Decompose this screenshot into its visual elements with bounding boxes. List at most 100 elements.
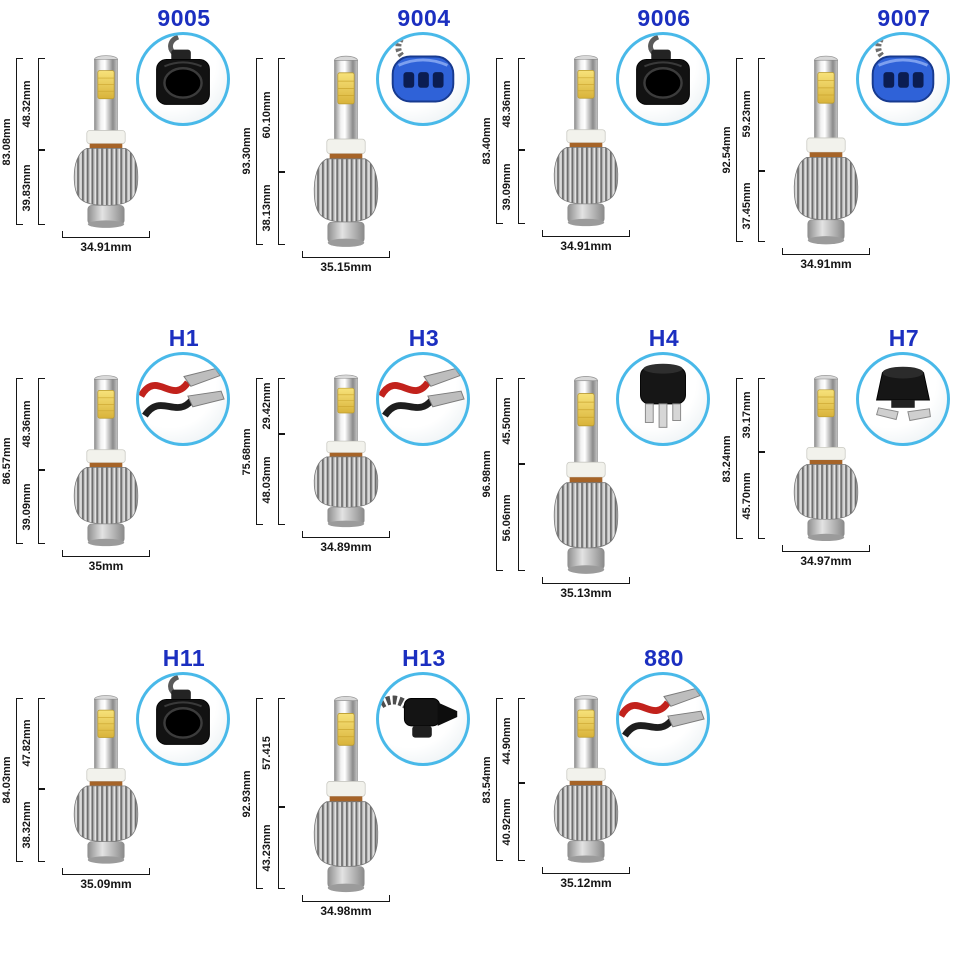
bulb-type-title: H4 <box>648 325 680 351</box>
dim-lower-bracket: 48.03mm <box>261 433 285 526</box>
dim-total-bracket: 83.40mm <box>481 58 503 225</box>
dim-total-label: 83.40mm <box>481 117 493 165</box>
dim-total-bracket: 75.68mm <box>241 378 263 526</box>
dim-upper-label: 29.42mm <box>261 382 273 430</box>
led-bulb-image <box>793 375 859 541</box>
dim-upper-label: 48.36mm <box>501 80 513 128</box>
dim-upper-label: 59.23mm <box>741 90 753 138</box>
two-prong-plug-connector-icon <box>875 366 931 422</box>
dim-upper-bracket: 57.415 <box>261 698 285 808</box>
dim-total-label: 83.24mm <box>721 435 733 483</box>
dim-lower-label: 38.13mm <box>261 184 273 232</box>
bulb-panel: H3 <box>240 320 480 640</box>
dim-width-bracket <box>542 576 630 584</box>
bulb-type-title: 9004 <box>397 5 451 31</box>
dim-lower-bracket: 39.09mm <box>21 469 45 545</box>
dim-lower-label: 38.32mm <box>21 801 33 849</box>
dim-total-label: 83.54mm <box>481 755 493 804</box>
connector-inset <box>376 32 470 126</box>
bulb-panel: 880 <box>480 640 720 960</box>
dim-width-bracket <box>62 867 150 875</box>
blue-socket-connector-icon <box>871 35 935 103</box>
dim-upper-label: 57.415 <box>261 735 273 770</box>
dim-width-bracket <box>542 230 630 238</box>
connector-inset <box>616 352 710 446</box>
led-bulb-image <box>73 55 139 228</box>
connector-icon <box>156 675 210 745</box>
led-bulb-image <box>553 695 619 863</box>
connector-icon <box>379 368 465 418</box>
three-prong-plug-connector-icon <box>640 363 686 428</box>
connector-inset <box>856 352 950 446</box>
dim-upper-bracket: 47.82mm <box>21 698 45 789</box>
dim-upper-bracket: 39.17mm <box>741 378 765 453</box>
dim-width-label: 34.91mm <box>80 240 132 255</box>
bulb-panel: H13 <box>240 640 480 960</box>
connector-icon <box>391 35 455 103</box>
dim-upper-bracket: 48.36mm <box>501 58 525 150</box>
led-bulb-image <box>313 695 379 893</box>
dim-width-bracket <box>542 867 630 875</box>
dim-width-label: 35.09mm <box>80 876 132 891</box>
dim-width-bracket <box>302 531 390 539</box>
connector-icon <box>875 366 931 422</box>
connector-inset <box>136 672 230 766</box>
bulb-type-title: 9006 <box>637 5 691 31</box>
led-bulb-image <box>313 55 379 247</box>
dim-width-label: 34.98mm <box>320 904 372 919</box>
dim-total-label: 75.68mm <box>241 428 253 476</box>
dim-upper-label: 60.10mm <box>261 91 273 139</box>
dim-width-bracket <box>62 231 150 239</box>
bulb-panel: 9007 <box>720 0 960 320</box>
dim-upper-bracket: 60.10mm <box>261 58 285 173</box>
red-wire-spade-terminal-icon <box>139 368 225 418</box>
blue-socket-connector-icon <box>391 35 455 103</box>
dim-total-bracket: 83.24mm <box>721 378 743 540</box>
bulb-type-title: H13 <box>402 645 446 671</box>
dim-total-label: 93.30mm <box>241 127 253 175</box>
dim-total-label: 84.03mm <box>1 756 13 804</box>
dim-total-bracket: 96.98mm <box>481 378 503 571</box>
red-wire-spade-terminal-icon <box>619 688 705 738</box>
dim-upper-bracket: 48.36mm <box>21 378 45 470</box>
dim-width-label: 35mm <box>88 559 124 574</box>
bulb-panel: H7 <box>720 320 960 640</box>
bulb-type-title: H7 <box>888 325 920 351</box>
bulb-type-title: H1 <box>168 325 200 351</box>
black-oval-socket-connector-icon <box>636 35 690 105</box>
connector-inset <box>376 672 470 766</box>
dim-upper-label: 48.32mm <box>21 80 33 128</box>
connector-inset <box>616 32 710 126</box>
bulb-type-title: 9005 <box>157 5 211 31</box>
dim-total-label: 96.98mm <box>481 450 493 499</box>
dim-upper-label: 44.90mm <box>501 717 513 765</box>
dim-upper-label: 47.82mm <box>21 719 33 767</box>
led-bulb-image <box>73 375 139 547</box>
connector-inset <box>856 32 950 126</box>
dim-width-bracket <box>62 550 150 558</box>
dim-width-bracket <box>782 545 870 553</box>
led-bulb-image <box>73 695 139 864</box>
bulb-type-title: 9007 <box>877 5 931 31</box>
dim-upper-bracket: 44.90mm <box>501 698 525 784</box>
dim-lower-label: 39.83mm <box>21 164 33 212</box>
led-bulb-image <box>553 376 619 574</box>
bulb-type-title: H11 <box>162 645 206 671</box>
dim-lower-bracket: 39.83mm <box>21 149 45 226</box>
dim-lower-bracket: 43.23mm <box>261 807 285 890</box>
dim-lower-label: 56.06mm <box>501 494 513 542</box>
led-bulb-image <box>553 55 619 227</box>
led-bulb-image <box>793 55 859 245</box>
dim-total-label: 92.93mm <box>241 770 253 818</box>
black-oval-socket-connector-icon <box>156 35 210 105</box>
dim-upper-label: 45.50mm <box>501 397 513 445</box>
dim-width-label: 35.13mm <box>560 585 612 600</box>
wired-black-plug-connector-icon <box>379 695 458 738</box>
dim-width-label: 34.89mm <box>320 540 372 555</box>
dim-total-label: 83.08mm <box>1 118 13 166</box>
dim-lower-label: 43.23mm <box>261 824 273 872</box>
dim-width-label: 34.91mm <box>560 239 612 254</box>
dim-lower-label: 45.70mm <box>741 472 753 520</box>
dim-upper-bracket: 59.23mm <box>741 58 765 171</box>
